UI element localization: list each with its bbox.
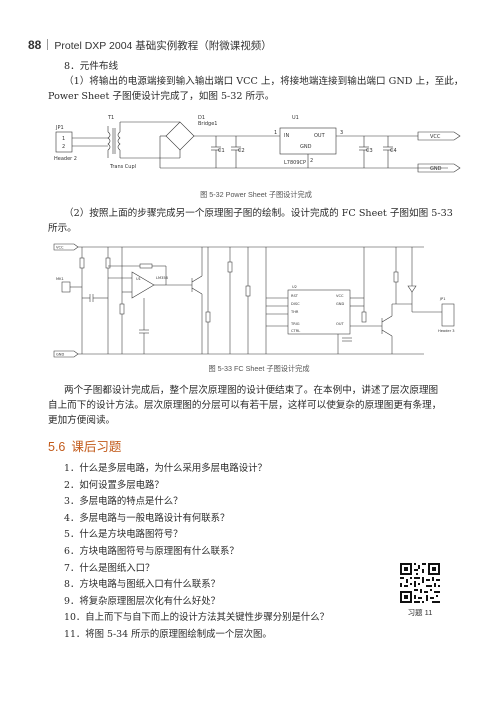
transformer-secondary — [117, 131, 121, 151]
summary-line: 两个子图都设计完成后，整个层次原理图的设计便结束了。在本例中，讲述了层次原理图 — [64, 385, 439, 396]
u1-label: U1 — [136, 277, 141, 281]
t1-label: T1 — [107, 115, 114, 121]
u2-disc-pin: DISC — [291, 302, 300, 306]
list-item: 10．自上而下与自下而上的设计方法其关键性步骤分别是什么？ — [64, 612, 330, 624]
qr-caption: 习题 11 — [407, 608, 433, 617]
gnd-label: GND — [430, 166, 442, 172]
c3-label: C3 — [366, 148, 373, 154]
section-title: 课后习题 — [71, 440, 122, 454]
section-number: 5.6 — [48, 440, 66, 454]
step-paragraph-line: Power Sheet 子图便设计完成了，如图 5-32 所示。 — [48, 91, 275, 102]
timer-ic-u2 — [287, 289, 351, 335]
vcc-port — [417, 131, 461, 141]
u2-thr-pin: THR — [290, 310, 299, 314]
u2-trig-pin: TRIG — [290, 322, 300, 326]
list-item: 7．什么是图纸入口？ — [64, 562, 155, 574]
list-item: 9．将复杂原理图层次化有什么好处？ — [64, 595, 220, 607]
fc-header-label: Header 3 — [438, 329, 455, 333]
u2-out-pin: OUT — [336, 322, 344, 326]
jp1-connector — [55, 131, 73, 153]
u1-label: U1 — [292, 115, 299, 121]
reg-in-label: IN — [284, 133, 289, 139]
jp1-label: JP1 — [55, 125, 64, 131]
summary-line: 自上而下的设计方法。层次原理图的分层可以有若干层，这样可以使复杂的原理图更有条理… — [48, 400, 442, 411]
power-sheet-schematic: JP1 1 2 Header 2 T1 Trans Cupl D1 Bridge… — [54, 115, 461, 173]
led — [407, 285, 417, 293]
reg-gnd-label: GND — [300, 144, 312, 150]
resistor — [119, 303, 125, 315]
vcc-label: VCC — [430, 134, 441, 140]
jp1-type-label: Header 2 — [54, 156, 77, 162]
fc-gnd-label: GND — [56, 353, 64, 357]
resistor — [205, 311, 211, 323]
bridge-type-label: Bridge1 — [198, 121, 217, 127]
resistor — [245, 285, 251, 297]
microphone — [61, 281, 71, 293]
bridge-rectifier — [165, 121, 195, 151]
u2-rst-pin: RST — [291, 294, 299, 298]
fc-gnd-port — [53, 350, 79, 358]
fc-sheet-schematic: VCC GND U1 LM358 MK1 U2 VCC RST DISC THR… — [53, 243, 455, 358]
jp1-pin2-label: 2 — [62, 144, 65, 150]
step-paragraph-line: （2）按照上面的步骤完成另一个原理图子图的绘制。设计完成的 FC Sheet 子… — [64, 208, 453, 219]
list-item: 4．多层电路与一般电路设计有何联系？ — [64, 512, 230, 524]
jp1-pin1-label: 1 — [62, 136, 65, 142]
mic-label: MK1 — [56, 277, 64, 281]
question-list: 1．什么是多层电路，为什么采用多层电路设计？ 2．如何设置多层电路？ 3．多层电… — [64, 461, 329, 644]
reg-pin3-label: 3 — [340, 130, 343, 136]
u2-ctrl-pin: CTRL — [291, 329, 300, 333]
fc-vcc-label: VCC — [56, 246, 64, 250]
transformer-type-label: Trans Cupl — [109, 164, 136, 170]
list-item: 1．什么是多层电路，为什么采用多层电路设计？ — [64, 463, 267, 474]
jp1-header3 — [441, 303, 455, 327]
resistor — [361, 311, 367, 323]
resistor — [393, 271, 399, 283]
page-header: 88 Protel DXP 2004 基础实例教程（附微课视频） — [28, 38, 272, 53]
header-divider — [47, 39, 49, 50]
regulator-l7809 — [279, 127, 337, 155]
step-paragraph-line: 所示。 — [48, 223, 77, 234]
resistor — [105, 257, 111, 269]
c4-label: C4 — [390, 148, 397, 154]
d1-label: D1 — [198, 115, 205, 121]
u2-vcc-pin: VCC — [336, 294, 344, 298]
reg-pin2-label: 2 — [310, 158, 313, 164]
section-heading: 5.6 课后习题 — [48, 436, 121, 455]
resistor — [139, 263, 153, 269]
c1-label: C1 — [218, 148, 225, 154]
step-paragraph-line: （1）将输出的电源端接到输入输出端口 VCC 上，将接地端连接到输出端口 GND… — [64, 76, 464, 87]
page-number: 88 — [28, 38, 42, 52]
summary-line: 更加方便阅读。 — [48, 415, 116, 426]
fc-jp1-label: JP1 — [439, 297, 446, 301]
u2-label: U2 — [292, 285, 297, 289]
c2-label: C2 — [238, 148, 245, 154]
figure-33-caption: 图 5-33 FC Sheet 子图设计完成 — [208, 364, 310, 373]
qr-code[interactable] — [398, 561, 442, 605]
list-item: 5．什么是方块电路图符号？ — [64, 529, 183, 541]
resistor — [227, 261, 233, 273]
list-item: 6．方块电路图符号与原理图有什么联系？ — [64, 545, 239, 557]
transformer-primary — [107, 131, 111, 151]
list-item: 3．多层电路的特点是什么？ — [64, 496, 183, 508]
op-amp-lm358 — [131, 271, 155, 299]
figure-32-caption: 图 5-32 Power Sheet 子图设计完成 — [200, 190, 312, 199]
u2-gnd-pin: GND — [336, 302, 344, 306]
list-item: 2．如何设置多层电路？ — [64, 479, 164, 491]
resistor — [79, 257, 85, 269]
reg-type-label: L7809CP — [284, 160, 306, 166]
list-item: 11．将图 5-34 所示的原理图绘制成一个层次图。 — [64, 628, 272, 640]
step-heading: 8．元件布线 — [64, 61, 119, 72]
list-item: 8．方块电路与图纸入口有什么联系？ — [64, 579, 220, 591]
op-amp-type-label: LM358 — [156, 276, 169, 280]
gnd-port — [417, 163, 461, 173]
reg-out-label: OUT — [314, 133, 326, 139]
fc-vcc-port — [53, 243, 79, 251]
reg-pin1-label: 1 — [274, 130, 277, 136]
book-title: Protel DXP 2004 基础实例教程（附微课视频） — [54, 40, 272, 52]
